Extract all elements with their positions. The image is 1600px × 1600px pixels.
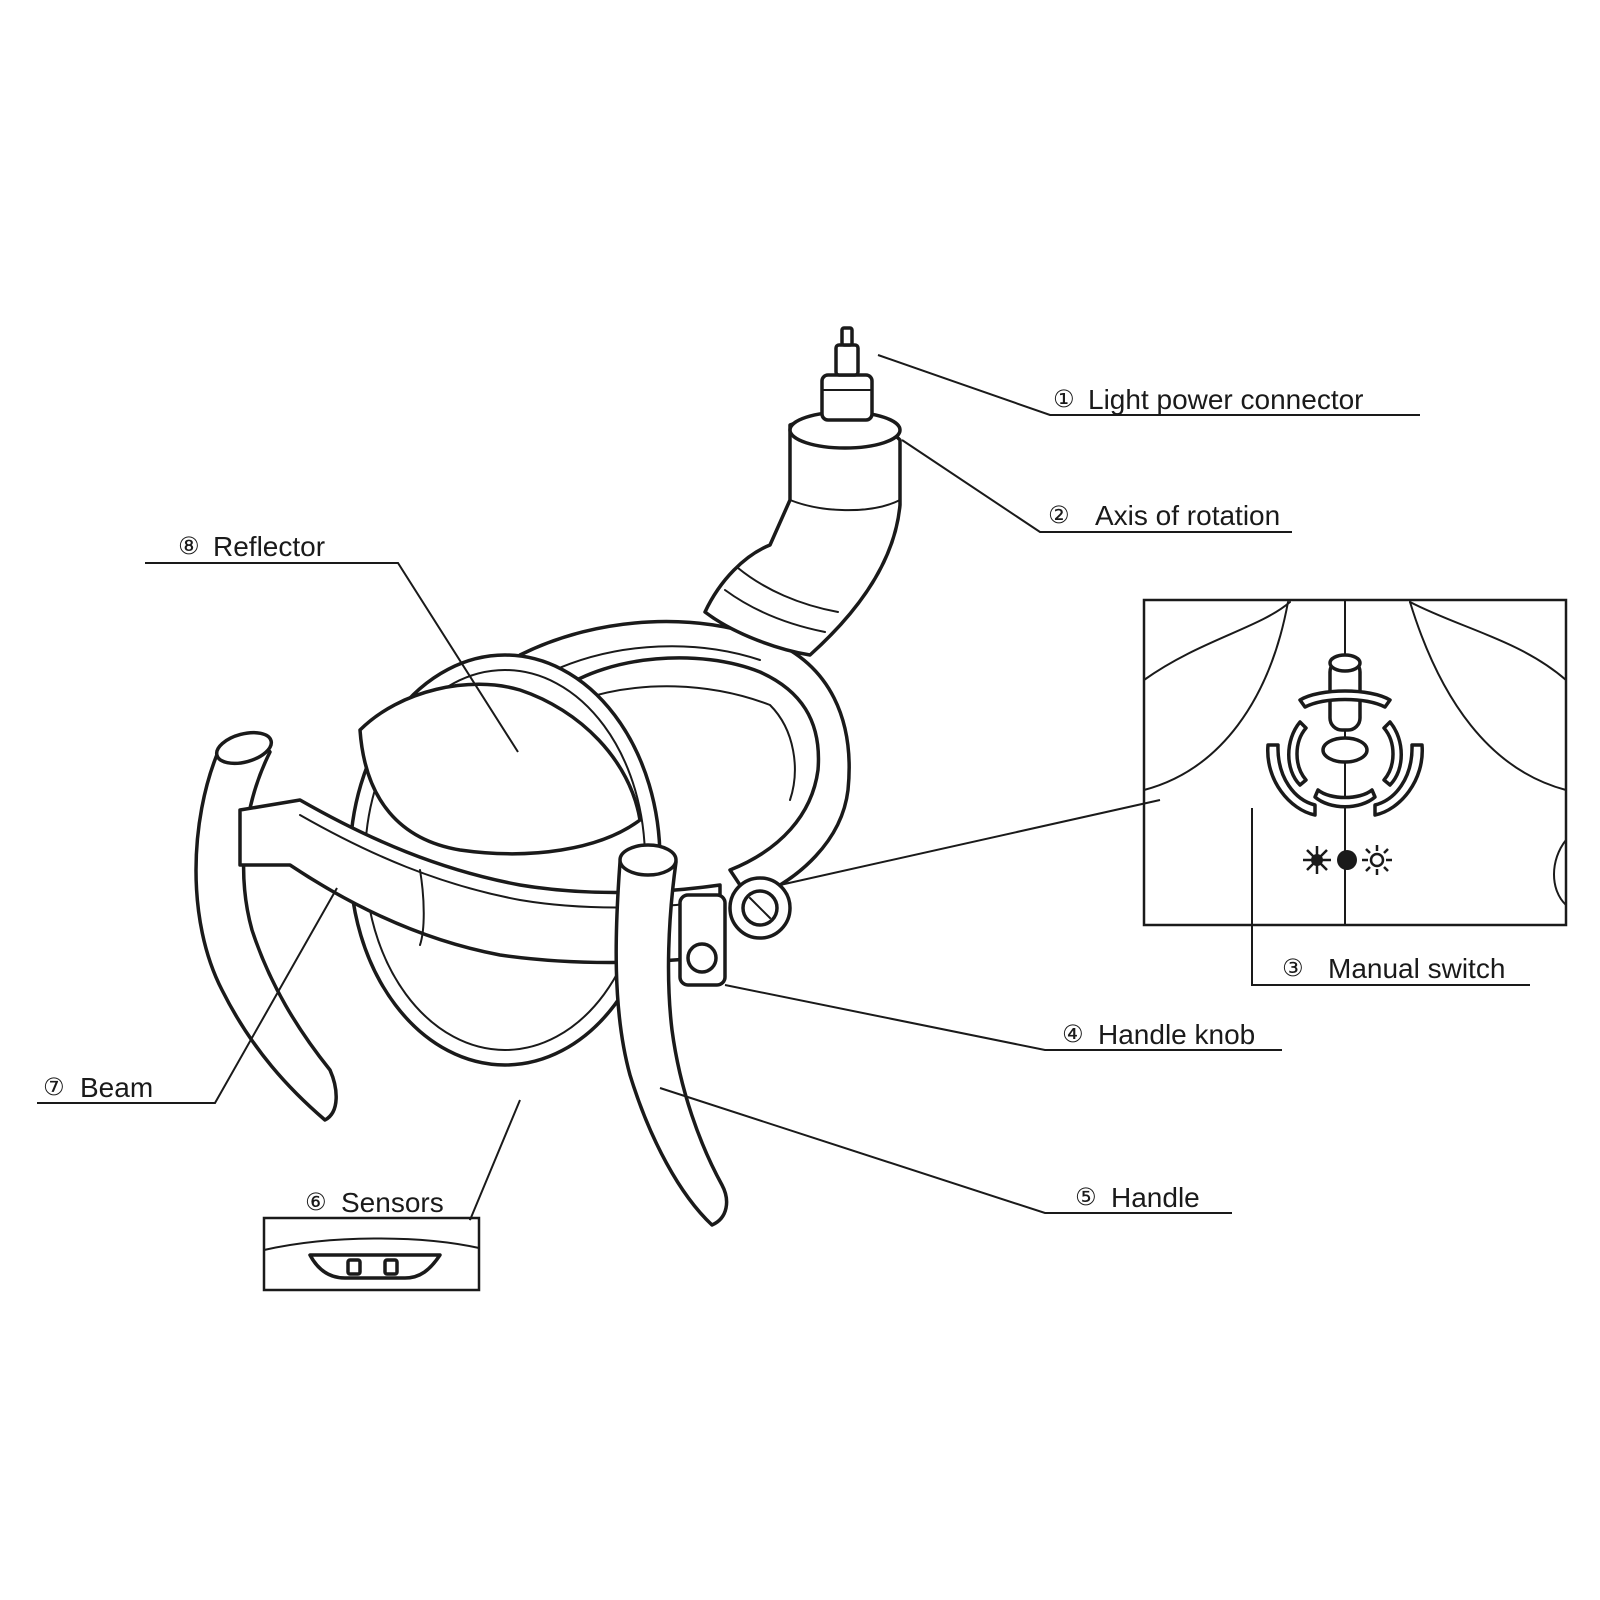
callout-manual-switch: ③ Manual switch [1282,953,1505,984]
svg-text:Handle knob: Handle knob [1098,1019,1255,1050]
svg-text:Sensors: Sensors [341,1187,444,1218]
svg-text:④: ④ [1062,1020,1084,1048]
svg-text:Reflector: Reflector [213,531,325,562]
callout-sensors: ⑥ Sensors [305,1187,444,1218]
leader-handle-knob [724,984,1282,1051]
leader-beam [37,887,338,1104]
neck-housing [703,326,902,657]
leader-manual-switch-inset [779,799,1161,886]
power-dot-icon [1337,850,1357,870]
svg-text:①: ① [1053,385,1075,413]
callout-beam: ⑦ Beam [43,1072,153,1103]
brightness-high-icon [1362,845,1392,875]
svg-text:Light power connector: Light power connector [1088,384,1364,415]
leader-light-power-connector [877,354,1420,416]
svg-text:②: ② [1048,501,1070,529]
svg-text:⑥: ⑥ [305,1188,327,1216]
svg-text:Axis of rotation: Axis of rotation [1095,500,1280,531]
leader-axis-of-rotation [901,439,1292,533]
callout-handle: ⑤ Handle [1075,1182,1200,1213]
sensors-inset [262,1216,481,1292]
leader-lines [37,354,1530,1221]
left-handle [194,730,338,1122]
svg-text:Beam: Beam [80,1072,153,1103]
svg-text:⑧: ⑧ [178,532,200,560]
leader-sensors [469,1099,521,1221]
manual-switch-inset [1142,598,1568,927]
leader-reflector [145,562,519,753]
leader-handle [659,1087,1232,1214]
callout-reflector: ⑧ Reflector [178,531,325,562]
callout-axis-of-rotation: ② Axis of rotation [1048,500,1280,531]
brightness-low-icon [1303,846,1331,874]
svg-text:⑦: ⑦ [43,1073,65,1101]
leader-manual-switch [1251,808,1530,986]
svg-text:Handle: Handle [1111,1182,1200,1213]
svg-text:⑤: ⑤ [1075,1183,1097,1211]
svg-text:Manual switch: Manual switch [1328,953,1505,984]
callout-light-power-connector: ① Light power connector [1053,384,1364,415]
front-handle [614,843,729,1227]
handle-knob-body [678,876,792,987]
callout-handle-knob: ④ Handle knob [1062,1019,1255,1050]
svg-text:③: ③ [1282,954,1304,982]
